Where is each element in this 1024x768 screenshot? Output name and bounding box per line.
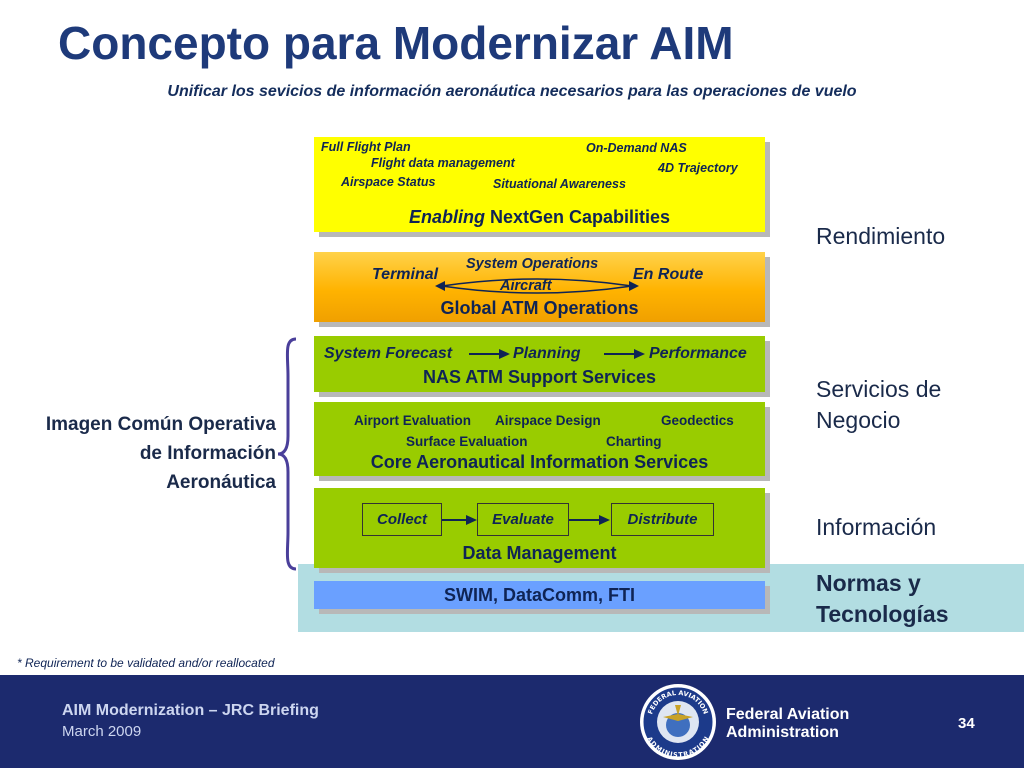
arrow-right-icon <box>469 349 510 359</box>
swim-layer: SWIM, DataComm, FTI <box>314 581 765 609</box>
nas-support-title: NAS ATM Support Services <box>422 367 657 387</box>
servicios-label: Servicios de Negocio <box>816 376 942 433</box>
briefing-name: AIM Modernization – JRC Briefing <box>62 702 319 719</box>
arrow-right-icon <box>569 515 610 525</box>
normas-label: Normas y Tecnologías <box>816 570 949 627</box>
atm-operations-title: Global ATM Operations <box>440 298 639 318</box>
page-number: 34 <box>958 715 975 732</box>
terminal-label: Terminal <box>372 266 439 283</box>
flow-step: System Forecast <box>324 345 453 362</box>
bidirectional-arrow <box>435 278 639 294</box>
capabilities-layer: Full Flight Plan Flight data management … <box>314 137 765 232</box>
swim-title: SWIM, DataComm, FTI <box>443 585 635 605</box>
data-management-title: Data Management <box>462 543 617 563</box>
footer-bar: AIM Modernization – JRC Briefing March 2… <box>0 675 1024 768</box>
collect-step: Collect <box>362 503 442 536</box>
en-route-label: En Route <box>633 266 704 283</box>
common-operating-picture-label: Imagen Común Operativa de Información Ae… <box>45 414 276 493</box>
flow-step: Performance <box>649 345 747 362</box>
evaluate-step: Evaluate <box>477 503 569 536</box>
briefing-date: March 2009 <box>62 723 142 740</box>
aircraft-label: Aircraft <box>500 278 552 294</box>
informacion-label: Información <box>816 514 937 540</box>
footnote: * Requirement to be validated and/or rea… <box>17 656 275 670</box>
arrow-right-icon <box>442 515 477 525</box>
capability-item: Situational Awareness <box>493 177 626 191</box>
capability-item: Full Flight Plan <box>321 140 411 154</box>
core-service-item: Airport Evaluation <box>354 413 472 428</box>
capability-item: On-Demand NAS <box>586 141 687 155</box>
core-service-item: Geodectics <box>661 413 734 428</box>
capability-item: Flight data management <box>371 156 515 170</box>
capability-item: 4D Trajectory <box>658 161 738 175</box>
capability-item: Airspace Status <box>341 175 436 189</box>
flow-step: Planning <box>513 345 581 362</box>
capabilities-title: Enabling NextGen Capabilities <box>408 207 671 227</box>
atm-operations-layer: Terminal System Operations Aircraft En R… <box>314 252 765 322</box>
slide-title: Concepto para Modernizar AIM <box>58 17 734 69</box>
agency-name: Federal Aviation Administration <box>726 706 850 741</box>
distribute-step: Distribute <box>611 503 714 536</box>
nas-support-layer: System Forecast Planning Performance NAS… <box>314 336 765 392</box>
core-service-item: Charting <box>606 434 662 449</box>
left-brace <box>277 337 297 571</box>
core-service-item: Surface Evaluation <box>406 434 528 449</box>
data-management-layer: Collect Evaluate Distribute Data Managem… <box>314 488 765 568</box>
core-services-layer: Airport Evaluation Airspace Design Geode… <box>314 402 765 476</box>
core-services-title: Core Aeronautical Information Services <box>370 452 709 472</box>
slide-subtitle: Unificar los sevicios de información aer… <box>167 83 857 100</box>
faa-seal-icon: FEDERAL AVIATION ADMINISTRATION <box>640 684 716 760</box>
system-operations-label: System Operations <box>466 256 599 272</box>
arrow-right-icon <box>604 349 645 359</box>
rendimiento-label: Rendimiento <box>816 223 946 249</box>
core-service-item: Airspace Design <box>495 413 601 428</box>
